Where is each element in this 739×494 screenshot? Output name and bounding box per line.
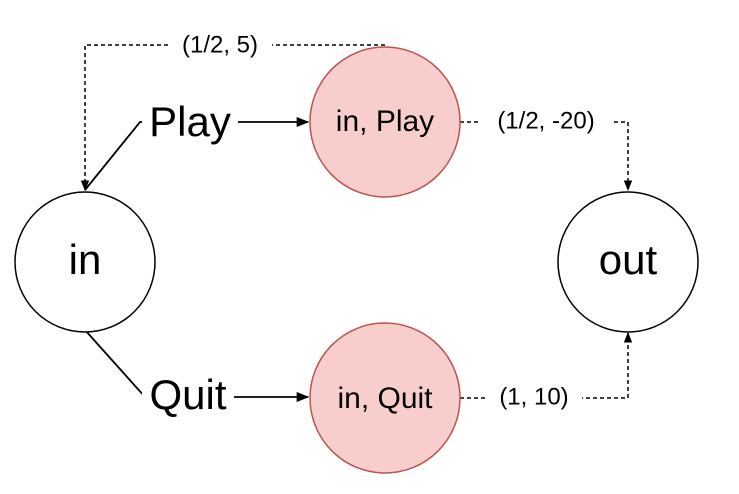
node-in-quit-label: in, Quit bbox=[337, 382, 433, 415]
node-in bbox=[14, 191, 156, 333]
edge-play-back bbox=[80, 44, 385, 192]
node-in-quit bbox=[309, 322, 461, 474]
node-out bbox=[557, 191, 699, 333]
node-in-play bbox=[309, 46, 461, 198]
node-in-label: in bbox=[69, 236, 102, 283]
edge-play-out-label: (1/2, -20) bbox=[497, 107, 594, 134]
edge-play-label: Play bbox=[149, 98, 231, 145]
node-in-play-label: in, Play bbox=[336, 105, 434, 138]
node-out-label: out bbox=[599, 236, 658, 283]
edge-play-back-label: (1/2, 5) bbox=[182, 31, 258, 58]
edge-quit-label: Quit bbox=[149, 371, 226, 418]
edge-quit-out-label: (1, 10) bbox=[499, 383, 568, 410]
edge-play bbox=[84, 116, 310, 191]
